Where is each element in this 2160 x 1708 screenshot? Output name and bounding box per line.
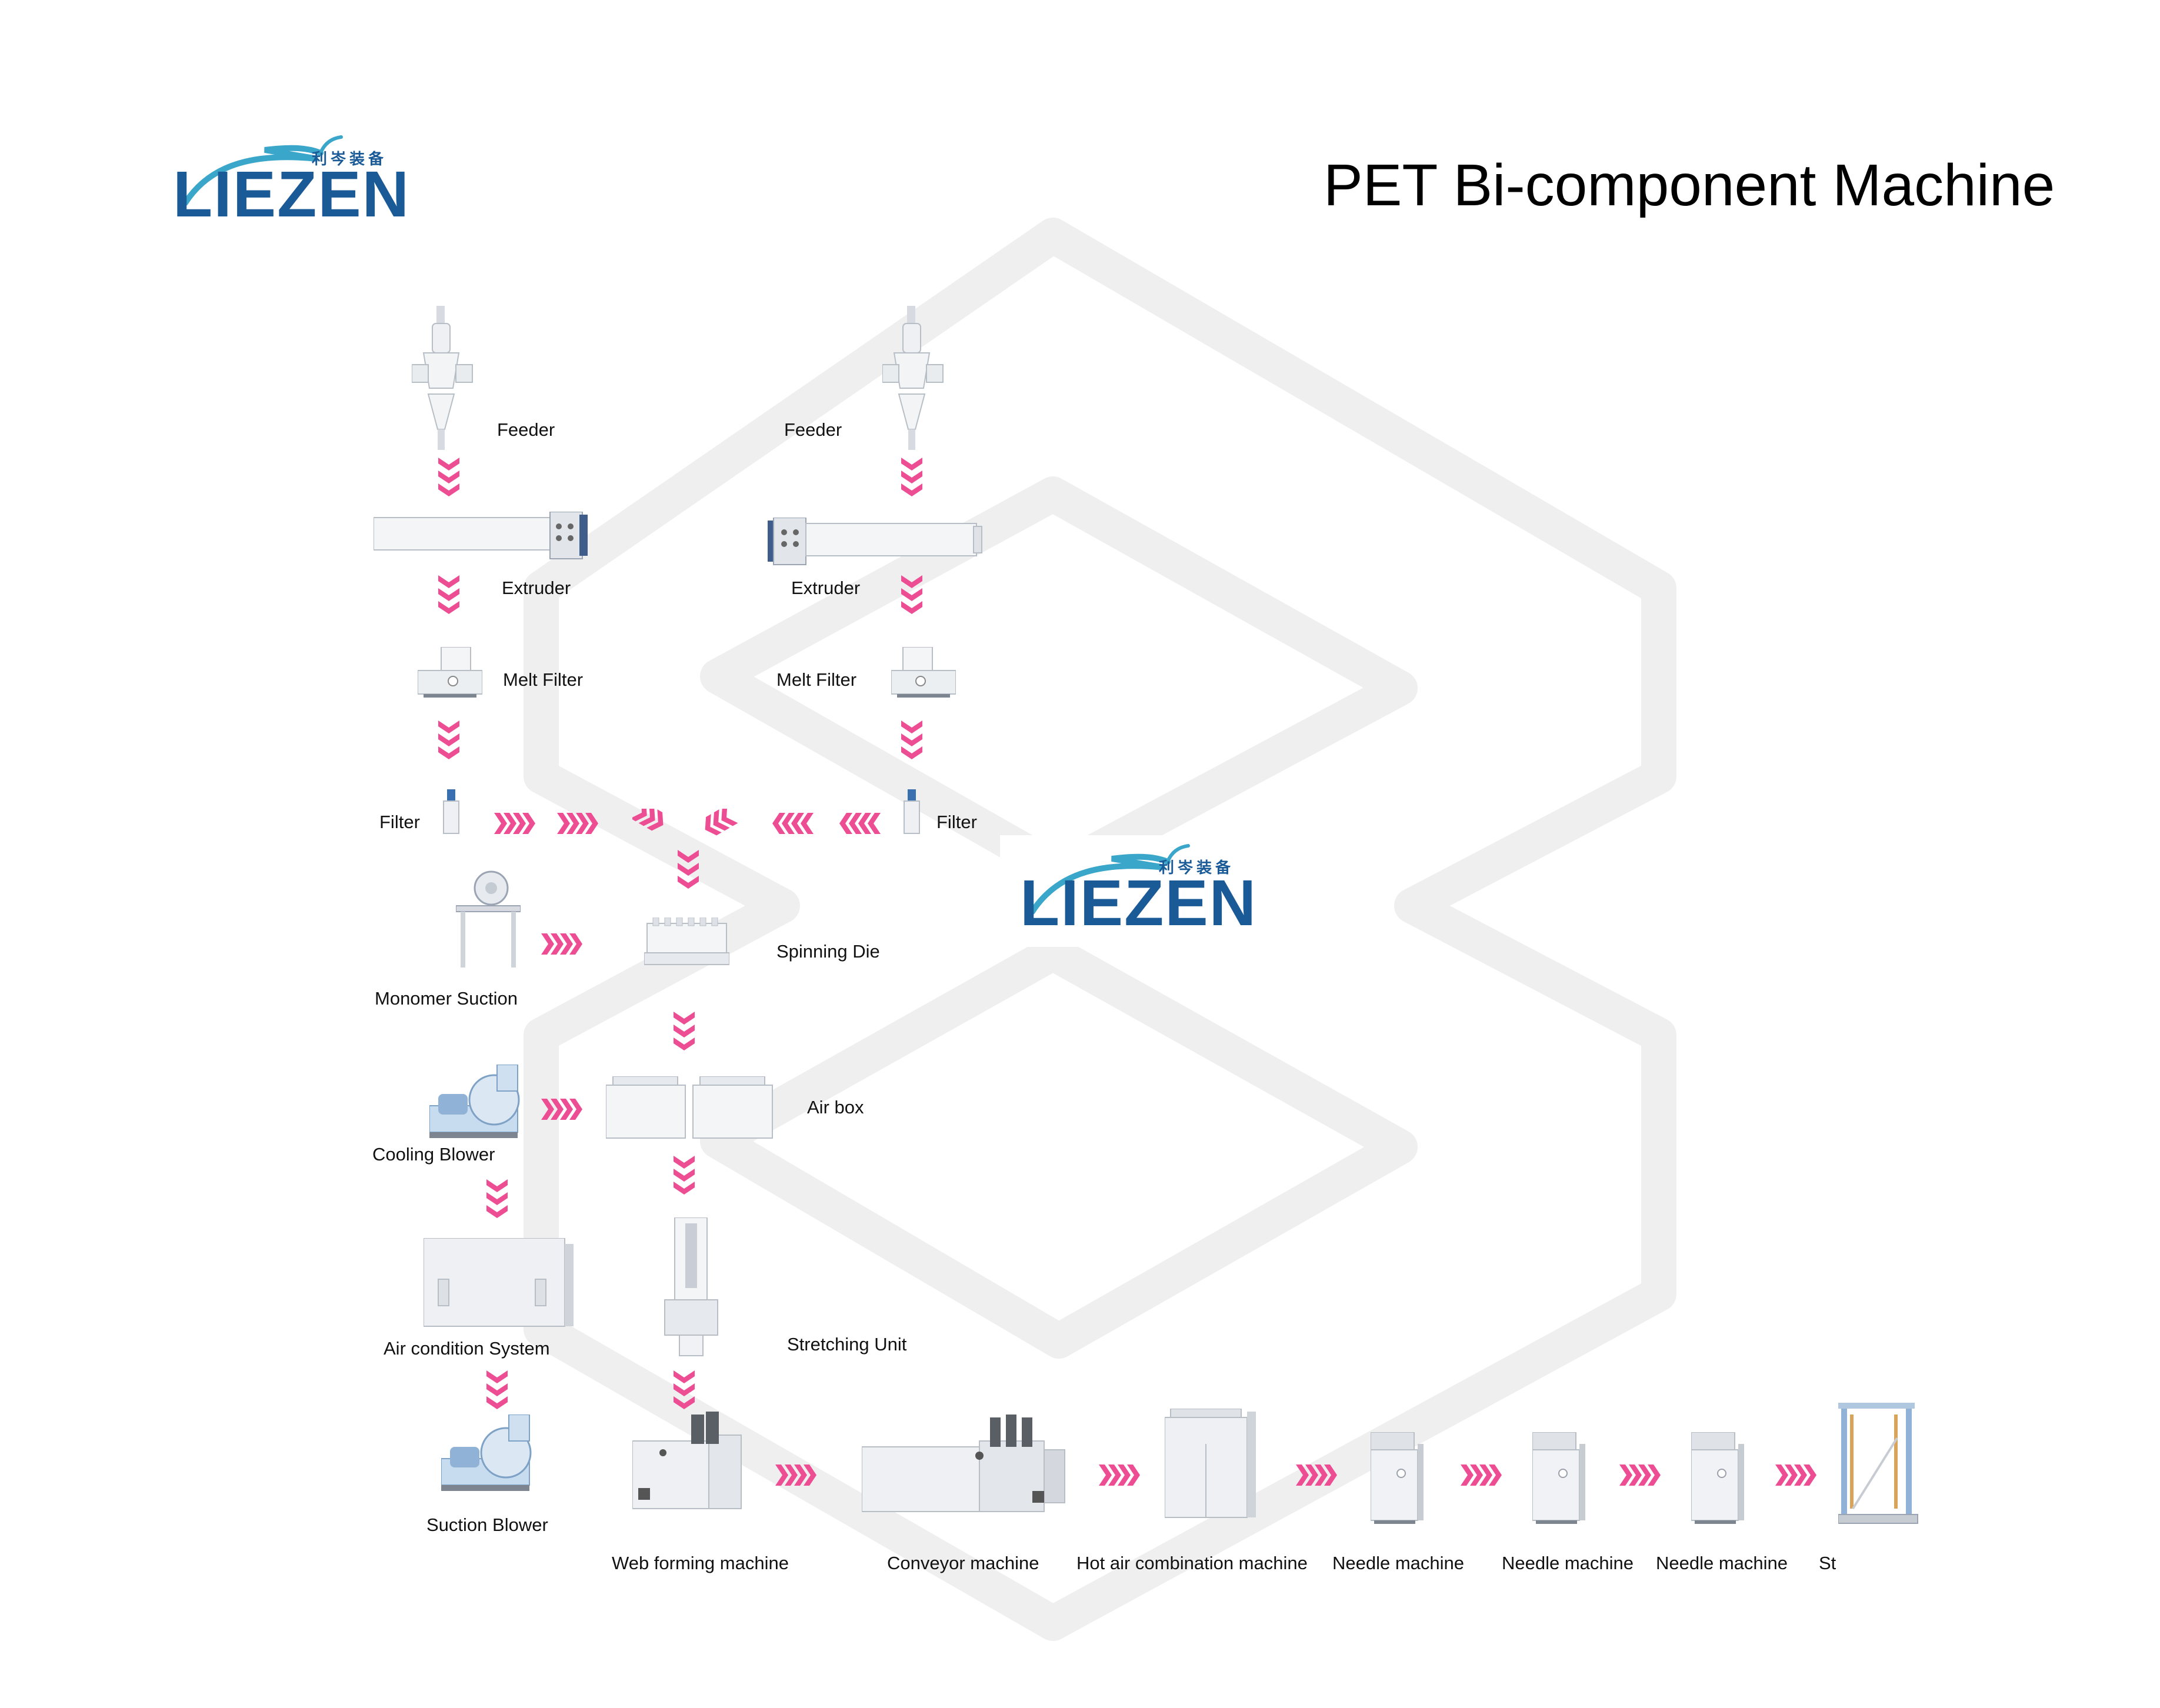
chevron-down-icon <box>901 720 922 759</box>
filter-right-label: Filter <box>936 812 977 832</box>
feeder-left-machine <box>412 306 473 450</box>
chevron-down-icon <box>438 720 459 759</box>
feeder-right-label: Feeder <box>784 419 842 440</box>
air-condition-machine <box>424 1238 574 1327</box>
web-forming-machine <box>632 1412 742 1509</box>
chevron-down-icon <box>674 1012 695 1050</box>
chevron-right-icon <box>775 1465 816 1486</box>
chevron-down-icon <box>674 1370 695 1409</box>
melt-filter-right-label: Melt Filter <box>776 669 857 690</box>
chevron-right-icon <box>557 813 598 834</box>
monomer-suction-label: Monomer Suction <box>375 988 518 1009</box>
page-title: PET Bi-component Machine <box>1324 152 2055 218</box>
needle-2-label: Needle machine <box>1502 1553 1634 1573</box>
center-logo: 利岑装备 LIEZEN <box>1018 841 1256 939</box>
chevron-right-icon <box>1296 1465 1337 1486</box>
melt-filter-left-machine <box>418 647 482 698</box>
chevron-down-icon <box>901 458 922 496</box>
filter-left-label: Filter <box>379 812 420 832</box>
needle-1-label: Needle machine <box>1332 1553 1465 1573</box>
cooling-blower-label: Cooling Blower <box>372 1144 495 1165</box>
feeder-left-label: Feeder <box>497 419 555 440</box>
logo-brand-text: LIEZEN <box>173 158 411 231</box>
chevron-down-icon <box>438 575 459 614</box>
melt-filter-left-label: Melt Filter <box>503 669 584 690</box>
extruder-right-machine <box>768 518 982 565</box>
filter-left-machine <box>443 789 459 834</box>
cooling-blower-machine <box>429 1065 520 1138</box>
merge-icon <box>632 809 738 889</box>
stacker-machine <box>1838 1403 1918 1524</box>
chevron-right-icon <box>494 813 535 834</box>
air-box-label: Air box <box>807 1097 864 1117</box>
chevron-down-icon <box>438 458 459 496</box>
chevron-right-icon <box>1619 1465 1661 1486</box>
logo-brand-text: LIEZEN <box>1020 867 1258 939</box>
logo-cn-text: 利岑装备 <box>1159 859 1235 877</box>
conveyor-label: Conveyor machine <box>887 1553 1039 1573</box>
chevron-down-icon <box>486 1179 508 1218</box>
chevron-right-icon <box>541 1099 582 1120</box>
feeder-right-machine <box>882 306 944 450</box>
chevron-left-icon <box>839 813 881 834</box>
filter-right-machine <box>904 789 920 834</box>
suction-blower-label: Suction Blower <box>426 1514 548 1535</box>
chevron-right-icon <box>1099 1465 1140 1486</box>
logo-cn-text: 利岑装备 <box>312 151 388 168</box>
logo-wave-icon <box>1029 844 1190 915</box>
needle-3-label: Needle machine <box>1656 1553 1788 1573</box>
company-logo: 利岑装备 LIEZEN <box>171 132 409 231</box>
extruder-left-machine <box>374 512 588 559</box>
conveyor-machine <box>862 1415 1065 1512</box>
chevron-left-icon <box>772 813 814 834</box>
chevron-right-icon <box>1775 1465 1816 1486</box>
air-condition-label: Air condition System <box>384 1338 550 1359</box>
web-forming-label: Web forming machine <box>612 1553 789 1573</box>
stacker-label: St <box>1819 1553 1836 1573</box>
spinning-die-label: Spinning Die <box>776 941 880 962</box>
needle-machine-1 <box>1371 1432 1424 1524</box>
melt-filter-right-machine <box>891 647 956 698</box>
extruder-left-label: Extruder <box>502 578 571 598</box>
chevron-right-icon <box>1461 1465 1502 1486</box>
hot-air-machine <box>1165 1409 1256 1518</box>
chevron-right-icon <box>541 933 582 955</box>
needle-machine-3 <box>1691 1432 1745 1524</box>
chevron-down-icon <box>486 1370 508 1409</box>
stretching-unit-label: Stretching Unit <box>787 1334 907 1355</box>
chevron-down-icon <box>674 1156 695 1195</box>
needle-machine-2 <box>1532 1432 1586 1524</box>
logo-wave-icon <box>182 135 343 206</box>
monomer-suction-machine <box>456 870 521 968</box>
stretching-unit-machine <box>664 1217 718 1356</box>
air-box-machine <box>606 1076 773 1139</box>
suction-blower-machine <box>441 1415 532 1491</box>
chevron-down-icon <box>901 575 922 614</box>
hot-air-label: Hot air combination machine <box>1076 1553 1308 1573</box>
spinning-die-machine <box>644 918 729 965</box>
extruder-right-label: Extruder <box>791 578 861 598</box>
